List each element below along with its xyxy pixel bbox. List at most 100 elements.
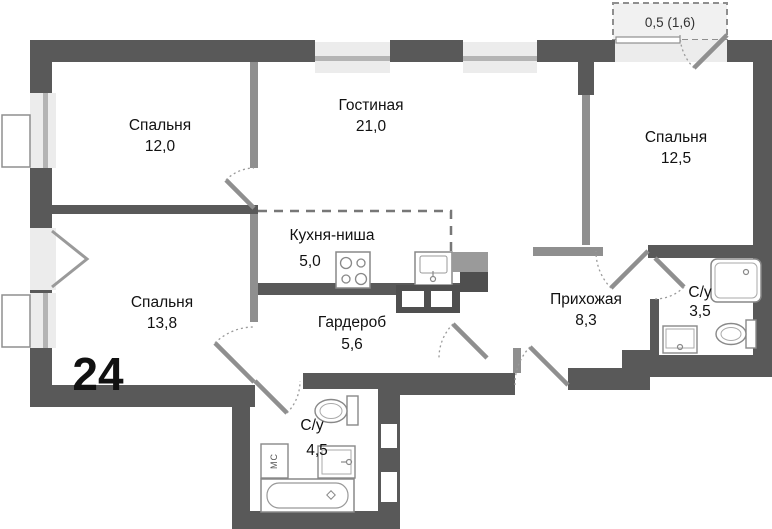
room-label-bedroom-3: Спальня: [131, 294, 193, 311]
room-area-bath-2: 4,5: [306, 442, 328, 459]
wall-niche-1: [381, 424, 397, 448]
toilet-bowl: [720, 327, 742, 341]
shower-tray: [710, 258, 762, 303]
room-label-hallway: Прихожая: [550, 291, 622, 308]
bath-1-faucet-icon: [676, 343, 684, 351]
toilet-tank: [346, 395, 359, 426]
door-balcony-leaf: [692, 33, 729, 70]
window-top-1-band: [315, 56, 390, 61]
washing-machine: [260, 443, 289, 479]
door-bath-1-arc: [654, 286, 685, 300]
kitchen-cabinet: [452, 252, 488, 272]
apartment-number: 24: [72, 348, 124, 400]
room-label-bedroom-2: Спальня: [645, 129, 707, 146]
wall-living-bottom: [533, 247, 603, 256]
door-bedroom-2-leaf: [609, 249, 650, 290]
outer-walls: [30, 40, 772, 529]
room-area-kitchen: 5,0: [299, 253, 321, 270]
window-top-2-band: [463, 56, 537, 61]
room-area-bedroom-1: 12,0: [145, 138, 176, 155]
window-sill-1: [1, 114, 31, 168]
door-entrance-arc: [514, 346, 531, 386]
door-bedroom-1-arc: [225, 167, 255, 181]
toilet-bowl: [319, 403, 343, 419]
door-leaves: [213, 33, 729, 415]
wall-top-1: [30, 40, 315, 62]
balcony-label: 0,5 (1,6): [645, 15, 695, 30]
bathtub: [260, 478, 355, 513]
room-area-living: 21,0: [356, 118, 387, 135]
door-bath-1-leaf: [653, 256, 686, 289]
kitchen-faucet-icon: [429, 275, 437, 283]
stove-burner-icon: [354, 272, 368, 286]
washing-machine-label: МС: [269, 453, 279, 469]
wall-bath1-top: [648, 245, 772, 258]
wall-left-3: [30, 288, 52, 293]
door-wardrobe-arc: [438, 323, 454, 359]
room-label-living: Гостиная: [338, 97, 403, 114]
door-bedroom-3-arc: [214, 326, 255, 344]
bath-1-sink-basin: [665, 328, 695, 349]
room-area-bedroom-3: 13,8: [147, 315, 177, 332]
door-arcs: [214, 34, 695, 414]
stove-burner-icon: [356, 258, 366, 268]
wall-bath2-left: [232, 385, 250, 529]
balcony-outline: [612, 2, 728, 41]
bath-2-faucet-icon: [345, 458, 353, 466]
wall-wardrobe-stub: [513, 348, 521, 373]
door-bath-2-leaf: [253, 379, 289, 415]
window-left-2-band: [43, 293, 48, 348]
door-bedroom-3-leaf: [213, 341, 256, 384]
wall-bed3-right: [250, 214, 258, 322]
room-area-hallway: 8,3: [575, 312, 597, 329]
room-label-bath-1: С/у: [688, 284, 712, 301]
wall-bottom-left: [30, 385, 255, 407]
room-area-wardrobe: 5,6: [341, 336, 363, 353]
wall-top-3: [537, 40, 615, 62]
fridge: [460, 272, 488, 292]
door-entrance-leaf: [528, 345, 570, 387]
room-label-wardrobe: Гардероб: [318, 314, 386, 331]
wall-living-hallway: [582, 95, 590, 245]
kitchen-base-unit-inset: [402, 291, 424, 307]
room-area-bath-1: 3,5: [689, 303, 711, 320]
windows: [1, 36, 681, 348]
wall-left-1: [30, 40, 52, 93]
balcony-window-line: [615, 36, 681, 44]
bath-1-fixtures: [662, 258, 762, 354]
partitions: [250, 62, 603, 373]
wall-bed1-living: [250, 62, 258, 168]
wall-bed2-stub: [578, 62, 594, 95]
room-area-bedroom-2: 12,5: [661, 150, 691, 167]
balcony-opening: [615, 40, 727, 62]
bath-2-sink: [317, 445, 356, 479]
wall-wardrobe-bottom: [303, 373, 381, 389]
window-left-1-band: [43, 93, 48, 168]
bathtub-inner: [266, 482, 349, 509]
wall-bath2-right: [378, 385, 400, 529]
window-left-french: [30, 228, 56, 290]
wall-left-2: [30, 168, 52, 228]
room-label-bedroom-1: Спальня: [129, 117, 191, 134]
kitchen-base-unit-inset: [431, 291, 452, 307]
wall-bed1-bed3: [52, 205, 258, 214]
window-sill-2: [1, 294, 31, 348]
wall-bath1-left: [650, 299, 659, 355]
toilet: [715, 322, 747, 346]
door-wardrobe-leaf: [451, 322, 489, 360]
wall-bottom-mid: [378, 373, 515, 395]
door-bath-2-arc: [286, 380, 301, 414]
wall-bath1-bottom: [640, 355, 772, 377]
room-labels: 0,5 (1,6) Спальня 12,0 Гостиная 21,0 Спа…: [72, 15, 711, 459]
toilet-tank: [745, 319, 757, 349]
stove-burner-icon: [341, 274, 351, 284]
door-bedroom-2-arc: [595, 250, 612, 289]
stove: [335, 251, 371, 289]
room-label-bath-2: С/у: [300, 417, 324, 434]
kitchen-fixtures: [335, 251, 488, 313]
door-bedroom-1-leaf: [224, 178, 256, 210]
room-label-kitchen: Кухня-ниша: [290, 227, 375, 244]
wall-top-2: [390, 40, 463, 62]
